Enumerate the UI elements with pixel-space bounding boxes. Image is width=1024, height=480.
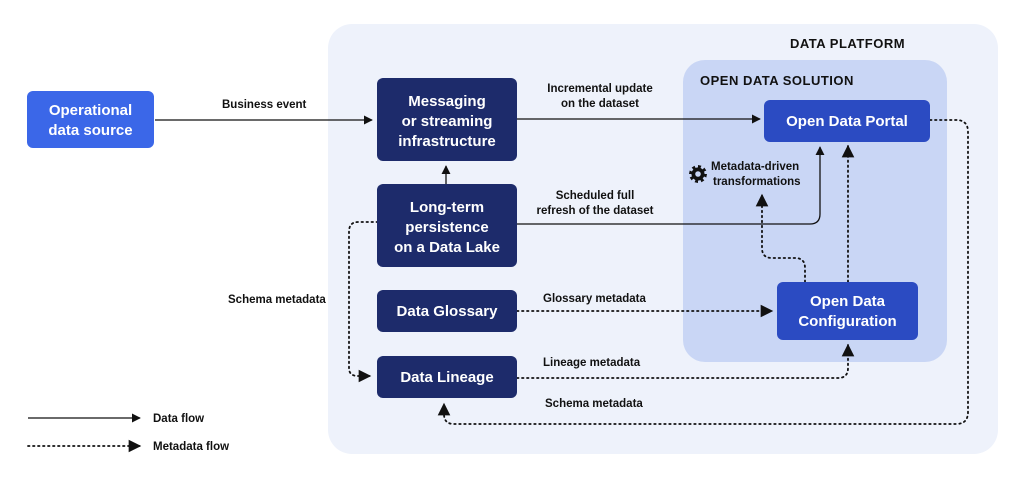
label-metadata-transformations-line-1: Metadata-driven — [711, 161, 799, 173]
label-scheduled-refresh-line-2: refresh of the dataset — [537, 205, 654, 217]
label-glossary-metadata: Glossary metadata — [543, 293, 647, 305]
node-operational-line-1: Operational — [49, 102, 132, 119]
node-longterm-line-1: Long-term — [410, 199, 484, 216]
label-incremental-update-line-2: on the dataset — [561, 98, 639, 110]
label-scheduled-refresh-line-1: Scheduled full — [556, 190, 635, 202]
label-business-event: Business event — [222, 99, 307, 111]
node-portal-label: Open Data Portal — [786, 113, 908, 130]
node-data-lineage[interactable]: Data Lineage — [377, 356, 517, 398]
open-data-solution-title: OPEN DATA SOLUTION — [700, 73, 854, 88]
legend-metadata-flow-label: Metadata flow — [153, 441, 229, 453]
data-platform-title: DATA PLATFORM — [790, 36, 905, 51]
node-messaging-line-2: or streaming — [402, 113, 493, 130]
node-messaging-infrastructure[interactable]: Messaging or streaming infrastructure — [377, 78, 517, 161]
legend: Data flow Metadata flow — [27, 413, 229, 453]
node-configuration-line-1: Open Data — [810, 293, 886, 310]
node-configuration-line-2: Configuration — [798, 313, 896, 330]
label-schema-metadata-bottom: Schema metadata — [545, 398, 643, 410]
node-open-data-portal[interactable]: Open Data Portal — [764, 100, 930, 142]
label-lineage-metadata: Lineage metadata — [543, 357, 641, 369]
node-data-glossary[interactable]: Data Glossary — [377, 290, 517, 332]
node-operational-line-2: data source — [48, 122, 132, 139]
node-glossary-label: Data Glossary — [397, 303, 499, 320]
edge-lineage-metadata — [516, 343, 855, 379]
edge-scheduled-refresh — [517, 146, 825, 225]
node-messaging-line-3: infrastructure — [398, 133, 496, 150]
gear-icon — [689, 165, 707, 183]
node-longterm-line-2: persistence — [405, 219, 488, 236]
label-incremental-update-line-1: Incremental update — [547, 83, 652, 95]
edge-schema-metadata-left — [348, 221, 379, 383]
legend-data-flow-label: Data flow — [153, 413, 204, 425]
label-metadata-transformations-line-2: transformations — [713, 176, 801, 188]
node-longterm-line-3: on a Data Lake — [394, 239, 500, 256]
node-open-data-configuration[interactable]: Open Data Configuration — [777, 282, 918, 340]
node-long-term-persistence[interactable]: Long-term persistence on a Data Lake — [377, 184, 517, 267]
node-lineage-label: Data Lineage — [400, 369, 493, 386]
edge-schema-metadata-bottom — [437, 119, 969, 425]
edge-metadata-transformations — [755, 193, 806, 283]
node-operational-data-source[interactable]: Operational data source — [27, 91, 154, 148]
label-schema-metadata-left: Schema metadata — [228, 294, 326, 306]
node-messaging-line-1: Messaging — [408, 93, 486, 110]
